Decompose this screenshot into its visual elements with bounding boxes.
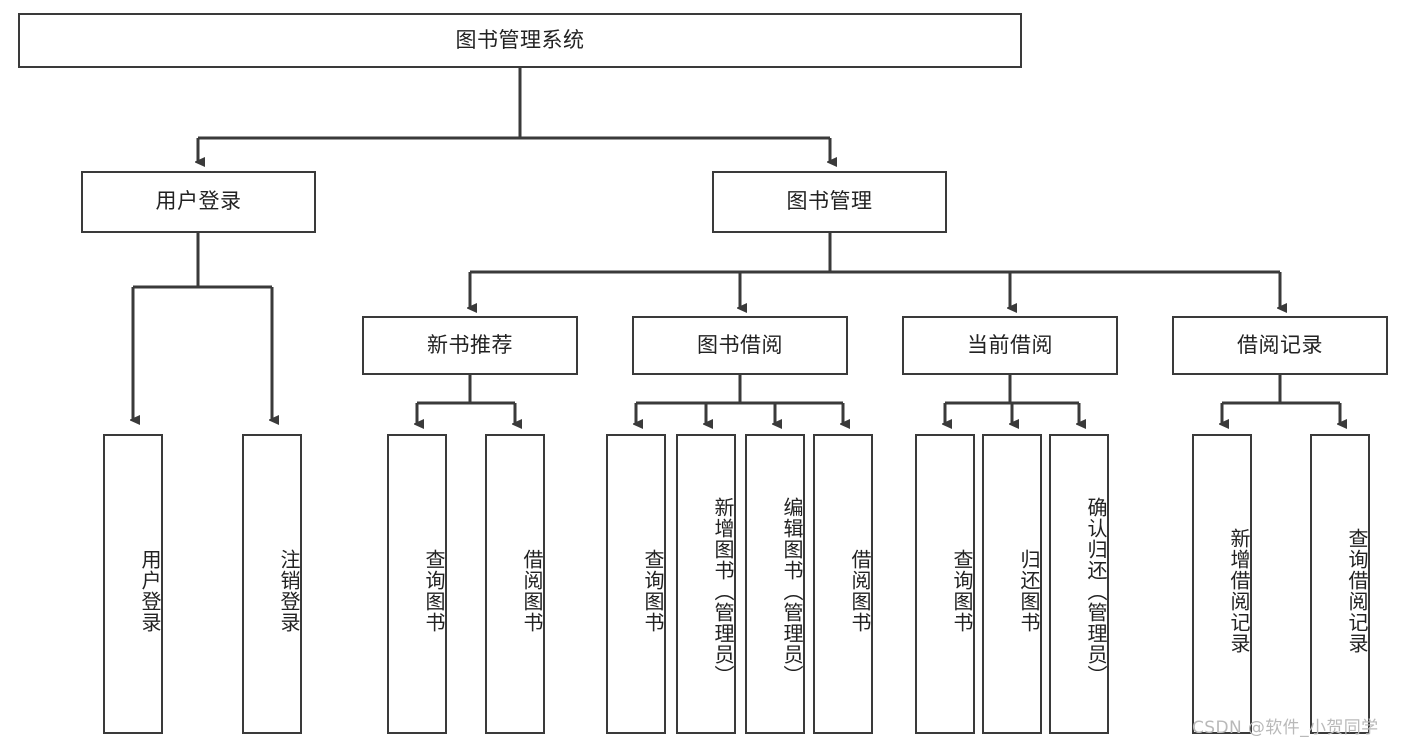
node-label: 查询图书 xyxy=(950,549,974,633)
leaf-record-add-record[interactable]: 新增借阅记录 xyxy=(1192,434,1252,734)
node-label: 新增图书（管理员） xyxy=(711,496,735,686)
node-label: 借阅图书 xyxy=(848,549,872,633)
leaf-user-login-login[interactable]: 用户登录 xyxy=(103,434,163,734)
leaf-recommend-borrow-book[interactable]: 借阅图书 xyxy=(485,434,545,734)
node-label: 借阅图书 xyxy=(520,549,544,633)
node-label: 编辑图书（管理员） xyxy=(780,496,804,686)
node-label: 当前借阅 xyxy=(967,332,1053,357)
leaf-current-query-book[interactable]: 查询图书 xyxy=(915,434,975,734)
node-book-management[interactable]: 图书管理 xyxy=(712,171,947,233)
node-new-book-recommend[interactable]: 新书推荐 xyxy=(362,316,578,375)
leaf-borrow-edit-book-admin[interactable]: 编辑图书（管理员） xyxy=(745,434,805,734)
node-label: 图书借阅 xyxy=(697,332,783,357)
node-root-system[interactable]: 图书管理系统 xyxy=(18,13,1022,68)
leaf-record-query-record[interactable]: 查询借阅记录 xyxy=(1310,434,1370,734)
node-label: 确认归还（管理员） xyxy=(1084,496,1108,686)
node-label: 注销登录 xyxy=(277,549,301,633)
node-label: 新书推荐 xyxy=(427,332,513,357)
node-label: 图书管理 xyxy=(786,189,873,214)
node-label: 归还图书 xyxy=(1017,549,1041,633)
node-label: 新增借阅记录 xyxy=(1227,528,1251,654)
leaf-current-confirm-return-admin[interactable]: 确认归还（管理员） xyxy=(1049,434,1109,734)
leaf-user-login-logout[interactable]: 注销登录 xyxy=(242,434,302,734)
node-label: 图书管理系统 xyxy=(455,27,585,52)
node-label: 查询借阅记录 xyxy=(1345,528,1369,654)
node-current-borrow[interactable]: 当前借阅 xyxy=(902,316,1118,375)
node-user-login[interactable]: 用户登录 xyxy=(81,171,316,233)
leaf-borrow-borrow-book[interactable]: 借阅图书 xyxy=(813,434,873,734)
node-label: 借阅记录 xyxy=(1237,332,1323,357)
node-label: 用户登录 xyxy=(155,189,242,214)
watermark-text: CSDN @软件_小贺同学 xyxy=(1192,718,1379,738)
leaf-recommend-query-book[interactable]: 查询图书 xyxy=(387,434,447,734)
node-label: 查询图书 xyxy=(641,549,665,633)
leaf-current-return-book[interactable]: 归还图书 xyxy=(982,434,1042,734)
node-label: 查询图书 xyxy=(422,549,446,633)
node-label: 用户登录 xyxy=(138,549,162,633)
node-book-borrow[interactable]: 图书借阅 xyxy=(632,316,848,375)
node-borrow-record[interactable]: 借阅记录 xyxy=(1172,316,1388,375)
leaf-borrow-query-book[interactable]: 查询图书 xyxy=(606,434,666,734)
leaf-borrow-add-book-admin[interactable]: 新增图书（管理员） xyxy=(676,434,736,734)
